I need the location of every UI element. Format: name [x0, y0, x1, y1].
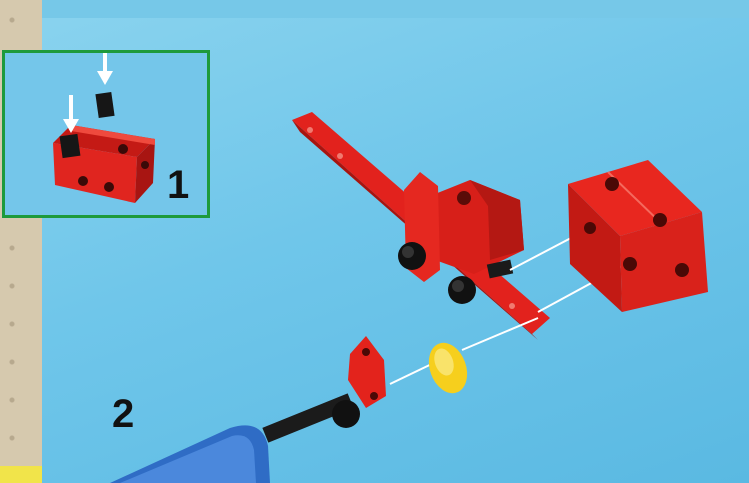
step-number-2: 2: [112, 392, 134, 437]
